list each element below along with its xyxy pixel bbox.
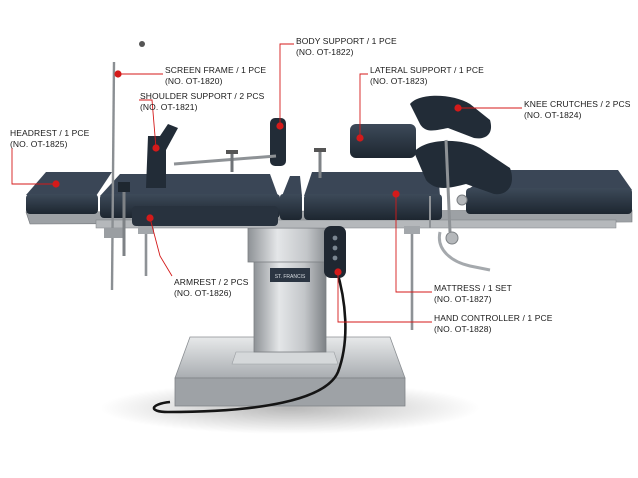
marker-body-support: [276, 122, 284, 130]
label-mattress: MATTRESS / 1 SET (NO. OT-1827): [434, 283, 512, 305]
marker-headrest: [52, 180, 60, 188]
leader-mattress: [395, 194, 432, 293]
label-armrest-code: (NO. OT-1826): [174, 288, 232, 298]
label-mattress-code: (NO. OT-1827): [434, 294, 492, 304]
shoulder-supports: [146, 118, 286, 188]
callout-markers: [52, 70, 462, 276]
label-knee-crutches-code: (NO. OT-1824): [524, 110, 582, 120]
marker-lateral-support: [356, 134, 364, 142]
marker-shoulder-support: [152, 144, 160, 152]
label-body-support-name: BODY SUPPORT / 1 PCE: [296, 36, 397, 46]
label-screen-frame: SCREEN FRAME / 1 PCE (NO. OT-1820): [165, 65, 266, 87]
table-base: [174, 336, 406, 407]
leader-headrest: [11, 148, 56, 185]
label-headrest-name: HEADREST / 1 PCE: [10, 128, 90, 138]
leader-shoulder-support: [139, 99, 157, 149]
leader-armrest: [149, 217, 173, 277]
label-body-support-code: (NO. OT-1822): [296, 47, 354, 57]
label-hand-controller: HAND CONTROLLER / 1 PCE (NO. OT-1828): [434, 313, 553, 335]
armrest-clamps: [138, 226, 420, 330]
label-armrest: ARMREST / 2 PCS (NO. OT-1826): [174, 277, 249, 299]
controller-cable: [152, 267, 347, 414]
marker-knee-crutches: [454, 104, 462, 112]
label-armrest-name: ARMREST / 2 PCS: [174, 277, 249, 287]
screen-frame-pole: [104, 41, 145, 291]
label-headrest: HEADREST / 1 PCE (NO. OT-1825): [10, 128, 89, 150]
label-screen-frame-code: (NO. OT-1820): [165, 76, 223, 86]
label-headrest-code: (NO. OT-1825): [10, 139, 68, 149]
label-screen-frame-name: SCREEN FRAME / 1 PCE: [165, 65, 267, 75]
label-body-support: BODY SUPPORT / 1 PCE (NO. OT-1822): [296, 36, 397, 58]
label-mattress-name: MATTRESS / 1 SET: [434, 283, 512, 293]
lateral-support: [314, 124, 416, 178]
marker-mattress: [392, 190, 400, 198]
hand-controller: [324, 226, 346, 278]
column-brand: ST. FRANCIS: [275, 274, 306, 280]
marker-hand-controller: [334, 268, 342, 276]
leader-hand-controller: [337, 272, 432, 323]
label-knee-crutches-name: KNEE CRUTCHES / 2 PCS: [524, 99, 631, 109]
leader-lateral-support: [359, 73, 368, 138]
leader-body-support: [279, 43, 294, 126]
label-lateral-support: LATERAL SUPPORT / 1 PCE (NO. OT-1823): [370, 65, 484, 87]
table-column: [247, 227, 333, 353]
leader-lines: [11, 43, 522, 323]
marker-screen-frame: [114, 70, 122, 78]
knee-crutches: [410, 95, 513, 272]
label-hand-controller-code: (NO. OT-1828): [434, 324, 492, 334]
label-shoulder-support: SHOULDER SUPPORT / 2 PCS (NO. OT-1821): [140, 91, 264, 113]
label-shoulder-support-name: SHOULDER SUPPORT / 2 PCS: [140, 91, 265, 101]
label-lateral-support-code: (NO. OT-1823): [370, 76, 428, 86]
label-lateral-support-name: LATERAL SUPPORT / 1 PCE: [370, 65, 484, 75]
mattress-pads: [26, 170, 632, 226]
label-knee-crutches: KNEE CRUTCHES / 2 PCS (NO. OT-1824): [524, 99, 630, 121]
label-shoulder-support-code: (NO. OT-1821): [140, 102, 198, 112]
label-hand-controller-name: HAND CONTROLLER / 1 PCE: [434, 313, 553, 323]
marker-armrest: [146, 214, 154, 222]
